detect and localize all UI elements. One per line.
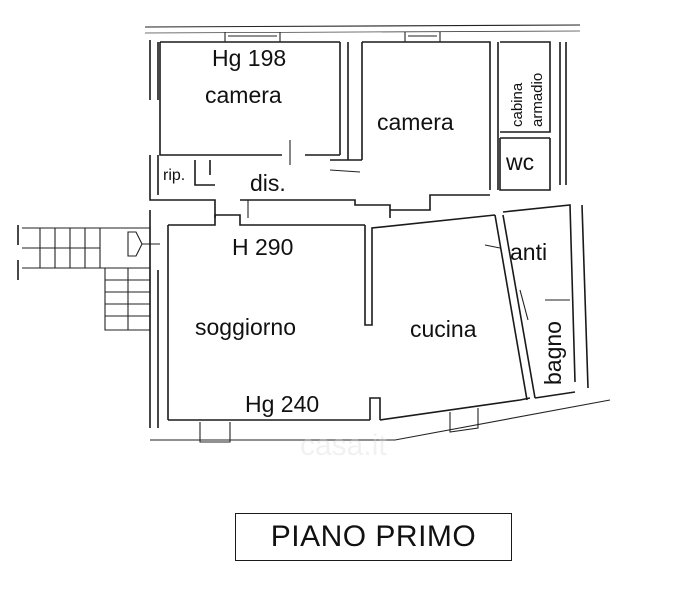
room-wc bbox=[499, 42, 567, 191]
label-dis: dis. bbox=[250, 170, 286, 196]
label-camera-left: camera bbox=[205, 82, 282, 108]
label-armadio: armadio bbox=[529, 73, 546, 127]
plan-title-text: PIANO PRIMO bbox=[270, 520, 477, 553]
label-rip: rip. bbox=[163, 167, 185, 184]
label-soggiorno-height: H 290 bbox=[232, 234, 293, 260]
label-cabina: cabina bbox=[509, 82, 526, 127]
room-cabina-armadio bbox=[500, 41, 551, 139]
room-cucina-bagno bbox=[484, 204, 589, 401]
plan-title: PIANO PRIMO bbox=[235, 513, 512, 561]
top-edge-line bbox=[144, 24, 581, 28]
top-edge-line-inner bbox=[144, 30, 581, 34]
label-wc: wc bbox=[505, 149, 534, 175]
staircase bbox=[17, 225, 160, 331]
label-anti: anti bbox=[510, 239, 547, 265]
label-soggiorno: soggiorno bbox=[195, 314, 296, 340]
label-soggiorno-height-2: Hg 240 bbox=[245, 391, 319, 417]
label-camera-right: camera bbox=[377, 109, 454, 135]
room-camera-right bbox=[330, 32, 499, 190]
label-bagno: bagno bbox=[540, 321, 566, 385]
label-camera-left-height: Hg 198 bbox=[212, 45, 286, 71]
stair-arrow bbox=[127, 231, 160, 257]
corridor-area bbox=[149, 155, 490, 218]
room-camera-left bbox=[149, 32, 349, 165]
watermark-text: casa.it bbox=[300, 429, 387, 462]
label-cucina: cucina bbox=[410, 316, 477, 342]
room-soggiorno bbox=[149, 210, 611, 443]
